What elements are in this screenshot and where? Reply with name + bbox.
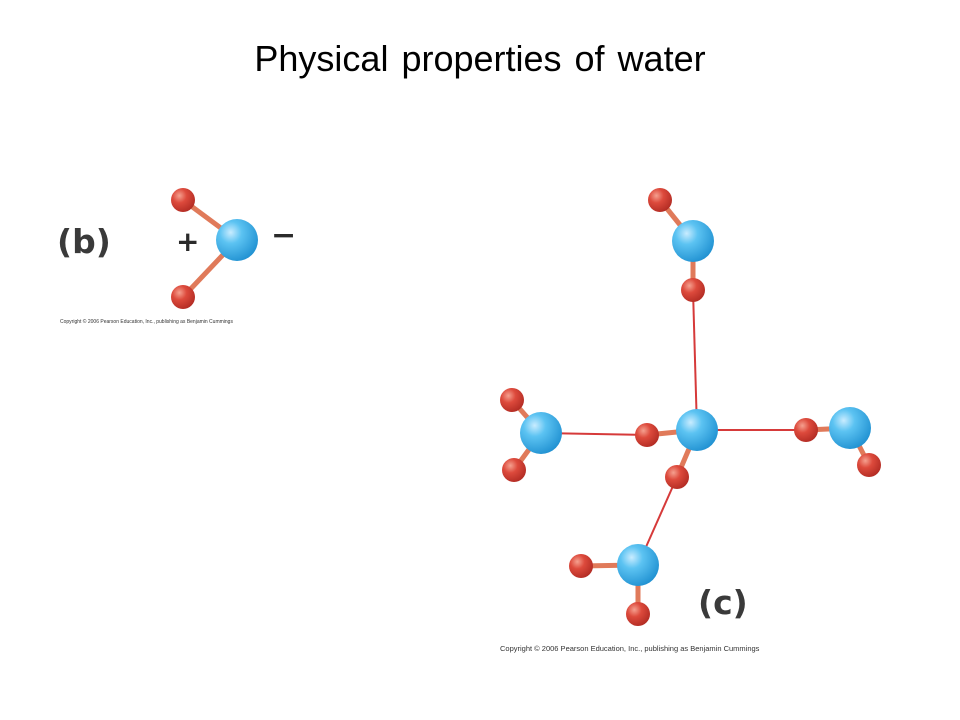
- hydrogen-atom: [681, 278, 705, 302]
- copyright-c: Copyright © 2006 Pearson Education, Inc.…: [500, 644, 760, 653]
- negative-charge-symbol: −: [271, 218, 297, 253]
- hydrogen-atom: [626, 602, 650, 626]
- panel-label-c: (c): [698, 583, 748, 622]
- hydrogen-atom: [569, 554, 593, 578]
- hydrogen-atom: [502, 458, 526, 482]
- oxygen-atom: [216, 219, 258, 261]
- slide-title: Physical properties of water: [254, 38, 706, 79]
- copyright-b: Copyright © 2006 Pearson Education, Inc.…: [60, 319, 233, 325]
- hydrogen-atom: [794, 418, 818, 442]
- oxygen-atom: [676, 409, 718, 451]
- hydrogen-atom: [665, 465, 689, 489]
- hydrogen-atom: [648, 188, 672, 212]
- hydrogen-bond: [692, 289, 698, 431]
- water-molecule-center: [635, 409, 718, 489]
- positive-charge-symbol: +: [176, 225, 200, 258]
- panel-label-b: (b): [57, 222, 111, 261]
- water-molecule-right: [794, 407, 881, 477]
- oxygen-atom: [520, 412, 562, 454]
- water-molecule-top: [648, 188, 714, 302]
- water-molecule-bottom: [569, 544, 659, 626]
- hydrogen-atom: [857, 453, 881, 477]
- oxygen-atom: [672, 220, 714, 262]
- water-molecule-b: [171, 188, 258, 309]
- hydrogen-atom: [171, 285, 195, 309]
- hydrogen-bonds: [540, 289, 806, 566]
- hydrogen-atom: [171, 188, 195, 212]
- oxygen-atom: [829, 407, 871, 449]
- water-molecule-left: [500, 388, 562, 482]
- oxygen-atom: [617, 544, 659, 586]
- hydrogen-atom: [635, 423, 659, 447]
- hydrogen-atom: [500, 388, 524, 412]
